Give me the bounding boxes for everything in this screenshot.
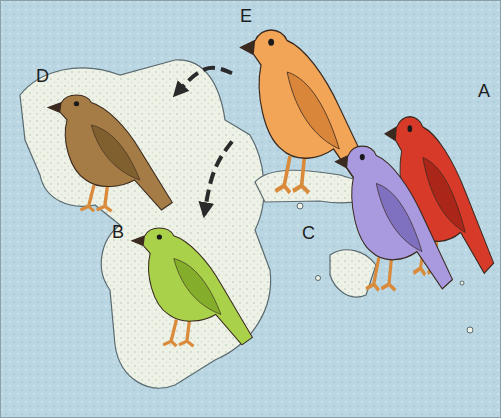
bird-drawing — [124, 223, 255, 350]
large-island — [20, 60, 271, 388]
bird-drawing — [328, 140, 455, 295]
bird-eye — [268, 39, 274, 46]
bird-legs — [276, 156, 309, 193]
species-letter: B — [112, 223, 124, 241]
islet — [460, 281, 464, 285]
bird-eye — [74, 101, 79, 106]
bird-legs — [163, 320, 193, 347]
bird-wing — [423, 158, 465, 233]
bird-eye — [408, 125, 413, 132]
migration-arrow — [175, 68, 232, 95]
bird-legs — [366, 258, 395, 291]
species-letter: C — [302, 224, 315, 242]
islet — [297, 203, 303, 209]
bird-drawing — [40, 90, 175, 215]
bird-wing — [376, 183, 422, 251]
bird-figure: C — [300, 140, 455, 295]
bird-beak — [241, 41, 256, 55]
bird-beak — [385, 127, 397, 141]
bird-legs — [81, 185, 112, 211]
bird-beak — [48, 103, 62, 113]
bird-eye — [360, 154, 365, 160]
bird-wing — [91, 125, 140, 180]
bird-wing — [174, 259, 221, 315]
species-letter: E — [240, 7, 252, 25]
bird-eye — [157, 234, 162, 239]
islet — [467, 327, 473, 333]
bird-beak — [132, 236, 145, 246]
islet — [316, 276, 321, 281]
bird-beak — [336, 156, 349, 168]
migration-arrow — [204, 142, 232, 216]
bird-wing — [287, 72, 339, 149]
bird-figure: D — [30, 65, 175, 215]
small-island — [330, 250, 376, 297]
species-letter: A — [478, 82, 490, 100]
bird-body — [336, 146, 453, 289]
bird-body — [48, 95, 172, 210]
bird-figure: B — [110, 215, 255, 350]
bird-body — [132, 228, 253, 345]
species-letter: D — [36, 67, 49, 85]
